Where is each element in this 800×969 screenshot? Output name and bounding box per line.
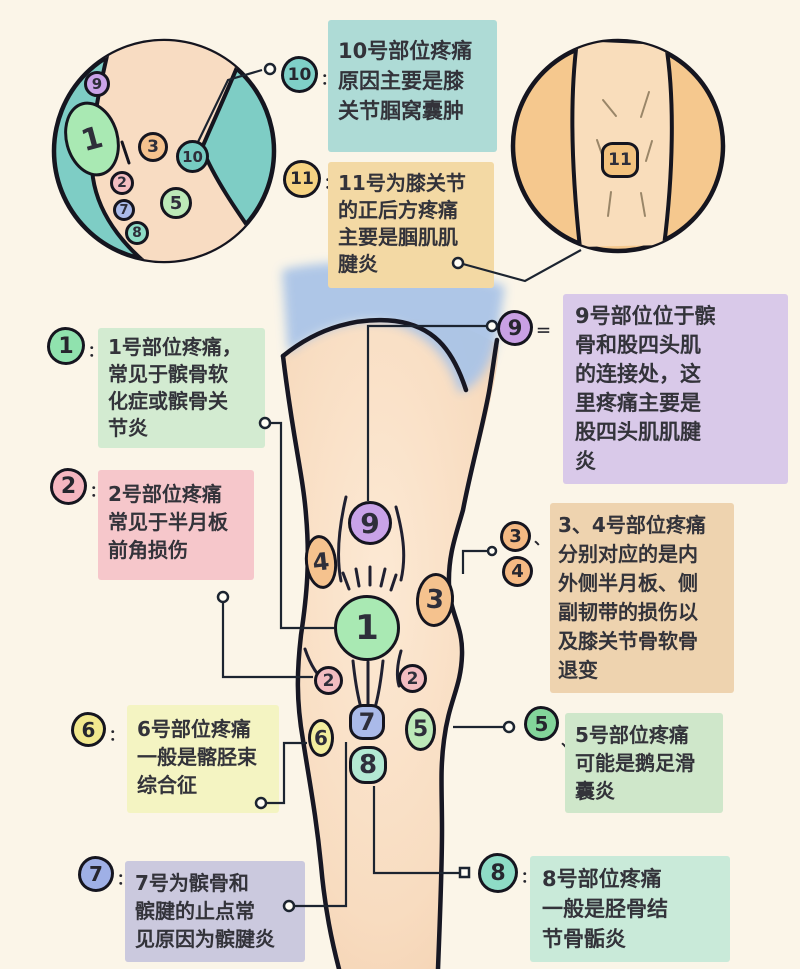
badge-2: 2: [50, 468, 87, 505]
badge-11: 11: [283, 160, 321, 198]
inset-marker-3: 3: [138, 132, 168, 162]
leg-marker-3: 3: [414, 571, 456, 629]
badge-9: 9: [497, 310, 533, 346]
badge-8: 8: [478, 853, 518, 893]
leg-marker-2-medial: 2: [314, 666, 343, 695]
note-8: 8号部位疼痛 一般是胫骨结 节骨骺炎: [530, 856, 730, 962]
badge-4: 4: [502, 556, 533, 587]
badge-5: 5: [524, 706, 559, 741]
badge-10: 10: [281, 56, 318, 93]
leg-marker-6: 6: [308, 719, 334, 757]
inset-marker-9: 9: [84, 71, 110, 97]
badge-6: 6: [71, 712, 106, 747]
leg-marker-4: 4: [302, 533, 340, 591]
badge-7: 7: [78, 856, 114, 892]
inset-marker-2: 2: [110, 171, 134, 195]
leg-marker-5: 5: [405, 708, 436, 751]
note-5: 5号部位疼痛 可能是鹅足滑 囊炎: [565, 713, 723, 813]
badge-1: 1: [47, 327, 85, 365]
leg-marker-2-lateral: 2: [398, 664, 427, 693]
note-11: 11号为膝关节 的正后方疼痛 主要是腘肌肌 腱炎: [328, 162, 494, 288]
note-1: 1号部位疼痛， 常见于髌骨软 化症或髌骨关 节炎: [98, 328, 265, 448]
inset-marker-1: 1: [56, 95, 128, 183]
leg-marker-8: 8: [349, 746, 387, 784]
note-9: 9号部位位于髌 骨和股四头肌 的连接处，这 里疼痛主要是 股四头肌肌腱 炎: [563, 294, 788, 484]
badge-9-colon: ＝: [536, 322, 552, 340]
inset-marker-7: 7: [113, 199, 135, 221]
badge-3-colon: 、: [534, 530, 550, 548]
inset-marker-11: 11: [601, 142, 639, 178]
note-7: 7号为髌骨和 髌腱的止点常 见原因为髌腱炎: [125, 861, 305, 962]
note-2: 2号部位疼痛 常见于半月板 前角损伤: [98, 470, 254, 580]
inset-marker-5: 5: [160, 187, 192, 219]
leg-marker-9: 9: [348, 501, 392, 545]
badge-3: 3: [500, 521, 531, 552]
inset-marker-10: 10: [176, 140, 209, 173]
leg-marker-7: 7: [349, 704, 385, 740]
note-6: 6号部位疼痛 一般是髂胫束 综合征: [127, 705, 279, 813]
inset-marker-8: 8: [125, 221, 149, 245]
note-10: 10号部位疼痛 原因主要是膝 关节腘窝囊肿: [328, 20, 497, 152]
leg-marker-1: 1: [334, 595, 400, 661]
badge-6-colon: ：: [109, 726, 125, 744]
note-3-4: 3、4号部位疼痛 分别对应的是内 外侧半月板、侧 副韧带的损伤以 及膝关节骨软骨…: [550, 503, 734, 693]
